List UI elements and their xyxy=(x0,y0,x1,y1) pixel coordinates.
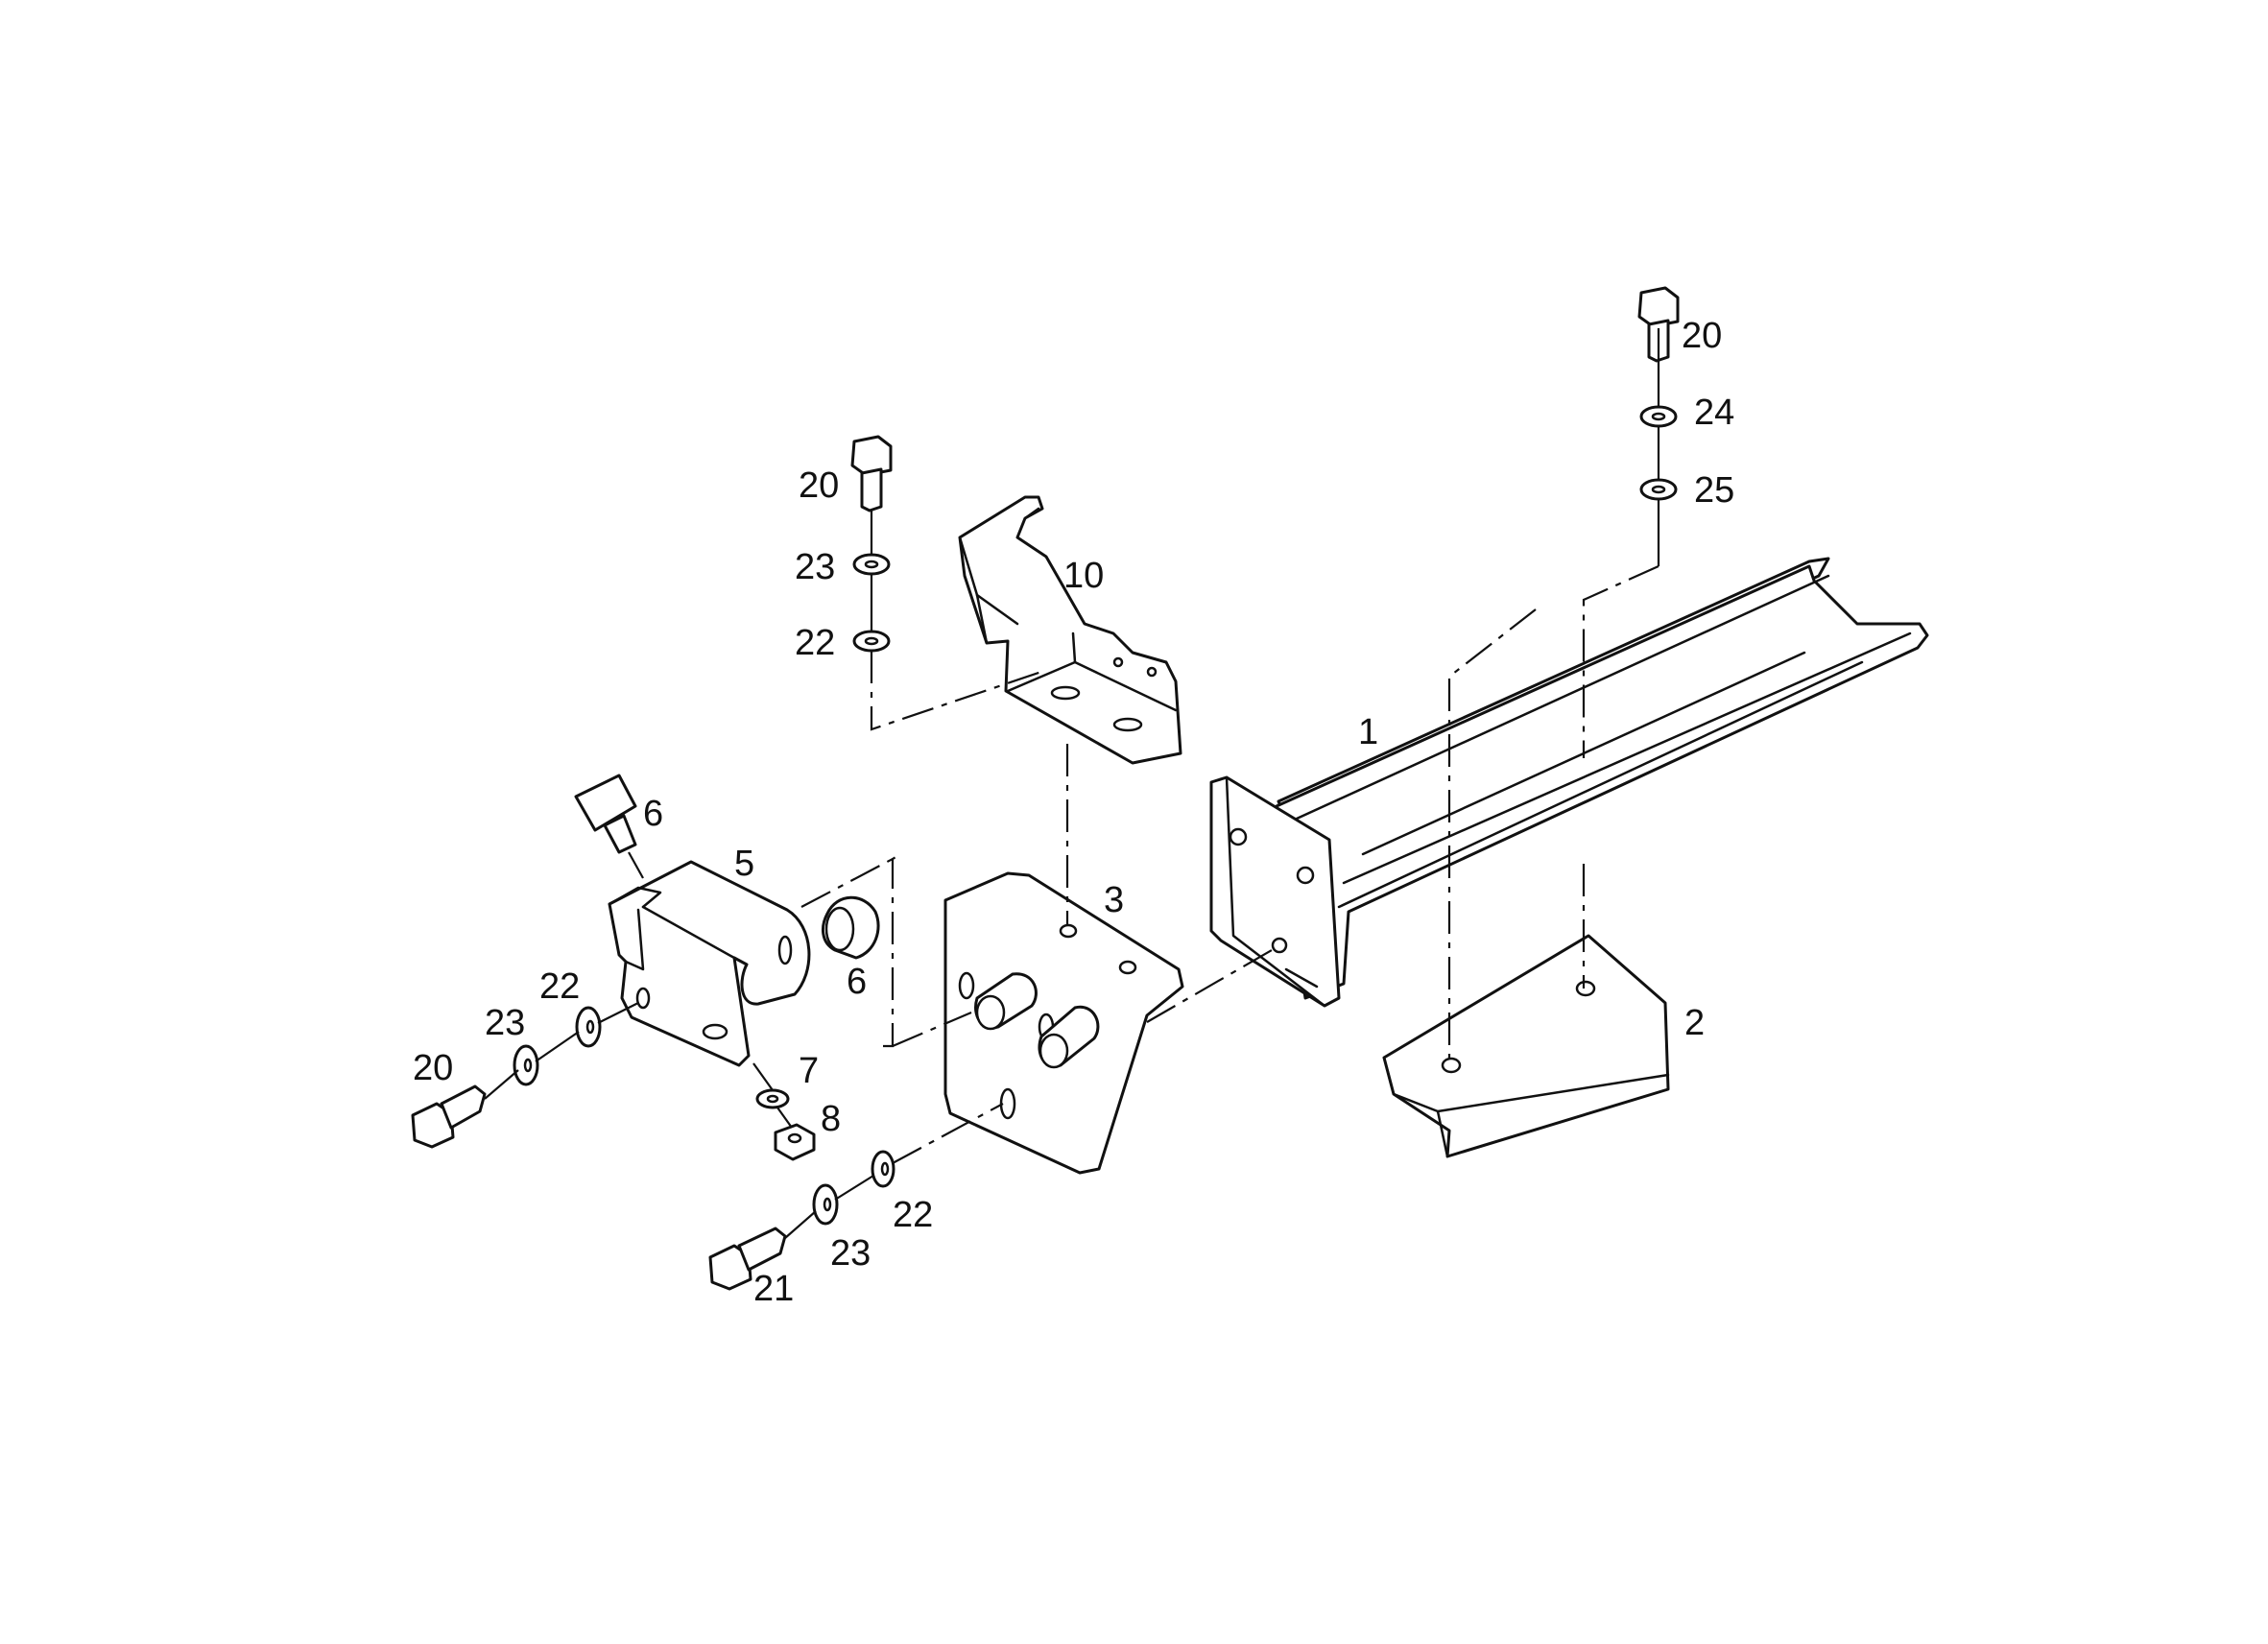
part-5-bracket xyxy=(608,860,811,1067)
part-8-nut xyxy=(774,1123,816,1161)
callout-25: 25 xyxy=(1694,470,1734,511)
part-2-foot-bracket xyxy=(1382,934,1670,1158)
callout-10: 10 xyxy=(1063,556,1104,596)
part-20-bolt-top-right xyxy=(1637,286,1680,363)
callout-8: 8 xyxy=(821,1099,841,1139)
callout-20-left: 20 xyxy=(413,1048,453,1088)
callout-5: 5 xyxy=(734,844,754,884)
part-10-upper-bracket xyxy=(958,495,1182,765)
callout-20-top-right: 20 xyxy=(1682,316,1722,356)
callout-22-left: 22 xyxy=(539,966,580,1007)
part-1-beam xyxy=(1209,557,1929,1008)
callout-24: 24 xyxy=(1694,393,1734,433)
assembly-lines xyxy=(484,328,1660,1239)
part-20-bolt-mid xyxy=(850,435,893,512)
callout-22-mid: 22 xyxy=(795,623,835,663)
callout-23-mid: 23 xyxy=(795,547,835,587)
callout-3: 3 xyxy=(1104,880,1124,920)
callout-6-top: 6 xyxy=(643,794,663,834)
part-21-bolt-bottom xyxy=(708,1227,787,1291)
callout-23-left: 23 xyxy=(485,1003,525,1043)
part-3-mounting-plate xyxy=(943,871,1184,1175)
callout-22-bottom: 22 xyxy=(893,1195,933,1235)
callout-20-mid: 20 xyxy=(799,465,839,506)
part-20-bolt-left xyxy=(411,1084,487,1149)
callout-1: 1 xyxy=(1358,712,1378,752)
callout-21: 21 xyxy=(753,1269,794,1309)
callout-6-right: 6 xyxy=(847,962,867,1002)
callout-23-bottom: 23 xyxy=(830,1233,871,1274)
callout-2: 2 xyxy=(1684,1003,1705,1043)
part-6-knob-top xyxy=(574,774,637,854)
callout-7: 7 xyxy=(799,1051,819,1091)
part-6-bumper-right xyxy=(822,895,880,960)
